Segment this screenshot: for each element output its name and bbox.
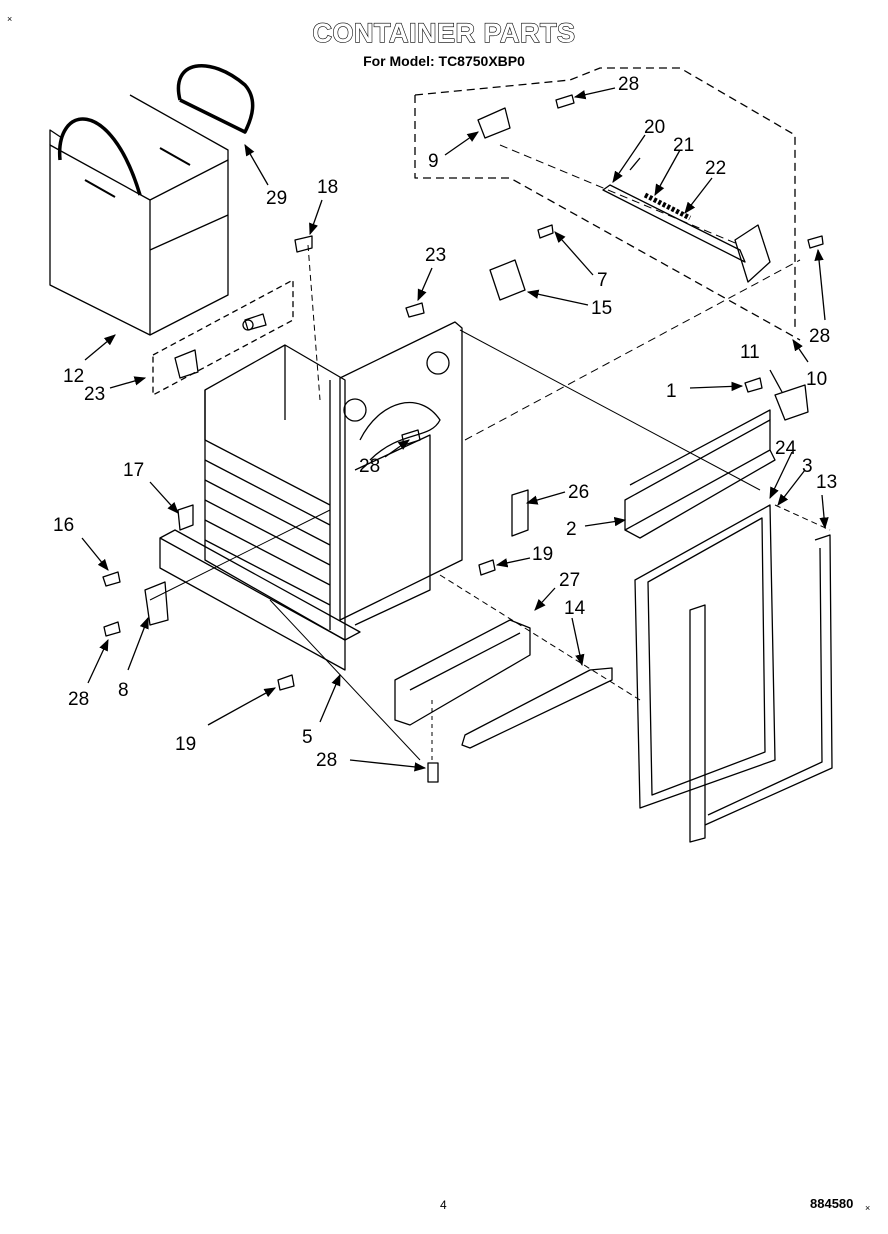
document-number: 884580: [810, 1196, 854, 1211]
callout-arrows: [81, 87, 829, 772]
callout-15: 15: [591, 298, 612, 319]
screws: [102, 94, 824, 783]
slide-part-2: [624, 409, 776, 539]
container-bag: [49, 94, 229, 336]
callout-3: 3: [802, 456, 813, 477]
small-hardware: [144, 107, 809, 626]
container-frame: [204, 344, 346, 641]
door-panel-part-3: [634, 504, 776, 809]
callout-labels: 12 23 29 18 23 7 15 28 9 20 21 22 28 11 …: [53, 74, 837, 771]
callout-28: 28: [68, 689, 89, 710]
callout-11: 11: [740, 342, 760, 363]
page-title: CONTAINER PARTS: [312, 17, 576, 48]
callout-13: 13: [816, 472, 837, 493]
callout-23: 23: [84, 384, 105, 405]
connection-lines: [149, 144, 831, 761]
bag-handle-part-12: [58, 117, 142, 196]
callout-28: 28: [359, 456, 380, 477]
callout-2: 2: [566, 519, 577, 540]
document-mark: ×: [865, 1203, 871, 1213]
door-trim-part-13: [689, 534, 833, 843]
callout-9: 9: [428, 151, 439, 172]
callout-10: 10: [806, 369, 827, 390]
callout-22: 22: [705, 158, 726, 179]
callout-28: 28: [316, 750, 337, 771]
page-number: 4: [440, 1198, 447, 1212]
callout-5: 5: [302, 727, 313, 748]
model-subtitle: For Model: TC8750XBP0: [363, 53, 525, 69]
base-rail-part-5: [159, 529, 361, 671]
top-assembly-dashed-outline: [414, 67, 801, 341]
callout-20: 20: [644, 117, 665, 138]
callout-16: 16: [53, 515, 74, 536]
callout-23: 23: [425, 245, 446, 266]
callout-21: 21: [673, 135, 694, 156]
fastener-dashed-outline: [152, 279, 294, 396]
callout-1: 1: [666, 381, 677, 402]
bag-handle-part-29: [176, 63, 255, 134]
rod-assembly-parts-20-22: [602, 157, 771, 283]
callout-27: 27: [559, 570, 580, 591]
callout-19: 19: [175, 734, 196, 755]
corner-mark: ×: [7, 14, 13, 24]
callout-12: 12: [63, 366, 84, 387]
callout-19: 19: [532, 544, 553, 565]
callout-28: 28: [809, 326, 830, 347]
callout-7: 7: [597, 270, 608, 291]
callout-17: 17: [123, 460, 144, 481]
callout-14: 14: [564, 598, 586, 619]
toe-grille-part-14: [461, 667, 613, 749]
callout-26: 26: [568, 482, 589, 503]
callout-8: 8: [118, 680, 129, 701]
callout-24: 24: [775, 438, 797, 459]
callout-29: 29: [266, 188, 287, 209]
toe-bracket-part-27: [394, 619, 531, 726]
callout-28: 28: [618, 74, 639, 95]
callout-18: 18: [317, 177, 338, 198]
